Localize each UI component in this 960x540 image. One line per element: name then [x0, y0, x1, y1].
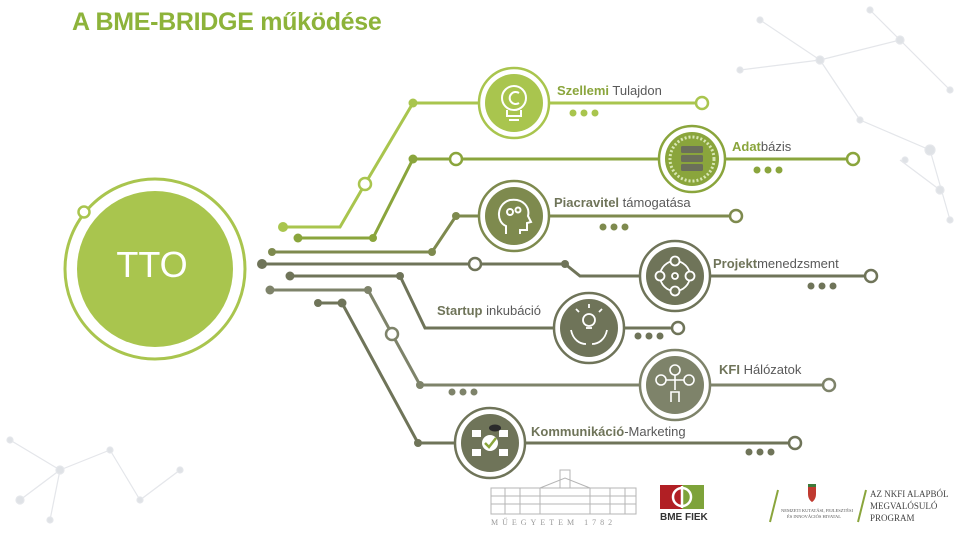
label-startup-rest: inkubáció — [482, 303, 542, 318]
tto-label: TTO — [116, 244, 188, 285]
branch-line-piacravitel — [272, 214, 735, 254]
branch-line-kommunikacio — [318, 301, 794, 445]
tto-node — [63, 177, 247, 361]
fiek-label: BME FIEK — [660, 512, 708, 523]
bme-fiek-logo — [660, 485, 704, 509]
hands-bulb-icon — [570, 304, 608, 345]
background-network-decoration — [6, 6, 954, 524]
page-title: A BME-BRIDGE működése — [72, 8, 382, 36]
label-projekt-rest: menedzsment — [757, 256, 839, 271]
node-projekt — [638, 239, 712, 313]
node-kommunikacio — [453, 406, 527, 480]
program-line-1: AZ NKFI ALAPBÓL — [870, 489, 949, 499]
head-gears-icon — [498, 198, 533, 234]
node-adatbazis — [657, 124, 727, 194]
communication-icon — [472, 424, 508, 456]
node-kfi — [638, 348, 712, 422]
label-startup: Startup inkubáció — [437, 303, 541, 318]
program-line-2: MEGVALÓSULÓ — [870, 501, 938, 511]
label-kfi: KFI Hálózatok — [719, 362, 801, 377]
label-kommunikacio-bold: Kommunikáció — [531, 424, 625, 439]
dots-adatbazis — [753, 166, 783, 174]
label-projekt-bold: Projekt — [713, 256, 758, 271]
team-cycle-icon — [654, 255, 696, 297]
node-piacravitel — [477, 179, 551, 253]
label-piacravitel-bold: Piacravitel — [554, 195, 620, 210]
dots-kfi — [448, 388, 478, 396]
dots-piacravitel — [599, 223, 629, 231]
label-adatbazis-bold: Adat — [732, 139, 761, 154]
label-szellemi-bold: Szellemi — [557, 83, 610, 98]
branch-line-adatbazis — [298, 157, 852, 240]
node-startup — [552, 291, 626, 365]
label-startup-bold: Startup — [437, 303, 483, 318]
branch-line-startup — [290, 274, 678, 330]
dots-kommunikacio — [745, 448, 775, 456]
nkfih-small-2: ÉS INNOVÁCIÓS HIVATAL — [787, 514, 842, 519]
label-piacravitel: Piacravitel támogatása — [554, 195, 691, 210]
label-adatbazis: Adatbázis — [732, 139, 791, 154]
label-projekt: Projektmenedzsment — [713, 256, 839, 271]
program-line-3: PROGRAM — [870, 513, 915, 523]
bme-building-logo — [490, 469, 637, 515]
nkfih-logo — [769, 484, 867, 523]
dots-projekt — [807, 282, 837, 290]
copyright-bulb-icon — [501, 85, 527, 121]
label-kfi-bold: KFI — [719, 362, 740, 377]
database-icon — [681, 146, 703, 171]
node-szellemi — [477, 66, 551, 140]
label-szellemi: Szellemi Tulajdon — [557, 83, 662, 98]
label-kommunikacio-rest: -Marketing — [624, 424, 686, 439]
nkfih-small-1: NEMZETI KUTATÁSI, FEJLESZTÉSI — [781, 508, 854, 513]
dots-szellemi — [569, 109, 599, 117]
label-adatbazis-rest: bázis — [760, 139, 792, 154]
branch-line-projekt — [262, 262, 870, 278]
label-szellemi-rest: Tulajdon — [609, 83, 662, 98]
dots-startup — [634, 332, 664, 340]
label-kfi-rest: Hálózatok — [739, 362, 802, 377]
label-kommunikacio: Kommunikáció-Marketing — [531, 424, 686, 439]
network-people-icon — [655, 364, 695, 402]
bme-caption: MŰEGYETEM 1782 — [491, 518, 617, 527]
label-piacravitel-rest: támogatása — [619, 195, 691, 210]
